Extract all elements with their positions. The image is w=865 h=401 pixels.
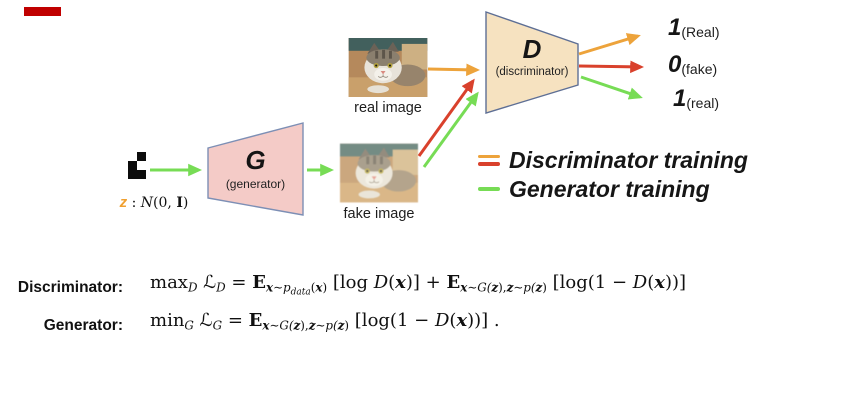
fake-image-figure: fake image	[340, 143, 418, 222]
output-value: 0	[668, 51, 682, 78]
arrow-real-to-discriminator	[427, 63, 480, 77]
output-value: 1	[673, 85, 687, 112]
discriminator-trapezoid	[485, 11, 579, 114]
legend-discriminator-training: Discriminator training	[478, 147, 748, 173]
output-label-generated: 1(real)	[673, 85, 719, 113]
arrow-fake-to-discriminator-green	[422, 91, 479, 168]
legend-marker-generator	[478, 187, 500, 191]
arrow-output-generated	[580, 75, 643, 100]
noise-cell	[137, 161, 146, 170]
noise-vector-glyph	[128, 152, 146, 179]
noise-cell	[137, 170, 146, 179]
output-tag: (Real)	[681, 24, 720, 40]
generator-caption: (generator)	[225, 177, 286, 191]
legend-label: Generator training	[509, 175, 710, 202]
generator-equation: minG ℒG = Ex∼G(z),z∼p(z) [log(1 − D(x))]…	[150, 310, 500, 333]
noise-cell	[128, 152, 137, 161]
discriminator-caption: (discriminator)	[495, 66, 569, 78]
output-label-real: 1(Real)	[668, 14, 719, 42]
generator-block: G (generator)	[206, 119, 305, 219]
generator-shape	[207, 122, 304, 216]
generator-symbol: G	[245, 145, 266, 175]
output-value: 1	[668, 14, 682, 41]
arrow-output-real	[578, 33, 641, 56]
real-cat-photo	[348, 38, 428, 97]
legend-line-orange	[478, 154, 500, 158]
legend-generator-training: Generator training	[478, 176, 710, 202]
output-tag: (real)	[686, 95, 720, 111]
output-tag: (fake)	[681, 61, 718, 77]
legend-label: Discriminator training	[509, 146, 748, 173]
arrow-output-fake	[578, 60, 644, 74]
noise-cell	[137, 152, 146, 161]
legend-marker-discriminator	[478, 154, 500, 166]
discriminator-equation: maxD ℒD = Ex∼pdata(x) [log D(x)] + Ex∼G(…	[150, 272, 687, 298]
generator-equation-label: Generator:	[43, 317, 123, 334]
fake-cat-photo	[340, 143, 418, 203]
discriminator-block: D (discriminator)	[484, 9, 580, 117]
generator-trapezoid	[207, 122, 304, 216]
real-image-caption: real image	[354, 100, 422, 116]
slide-accent-bar	[24, 7, 61, 16]
discriminator-symbol: D	[522, 34, 542, 64]
output-label-fake: 0(fake)	[668, 51, 717, 79]
noise-distribution-label: z : N(0, I)	[119, 194, 189, 211]
arrows-layer	[150, 33, 644, 177]
legend-line-red	[478, 162, 500, 166]
discriminator-equation-label: Discriminator:	[17, 279, 123, 296]
noise-cell	[128, 170, 137, 179]
discriminator-shape	[485, 11, 579, 114]
noise-cell	[128, 161, 137, 170]
legend-line-green	[478, 187, 500, 191]
real-image-figure: real image	[348, 38, 428, 116]
fake-image-caption: fake image	[343, 206, 415, 222]
